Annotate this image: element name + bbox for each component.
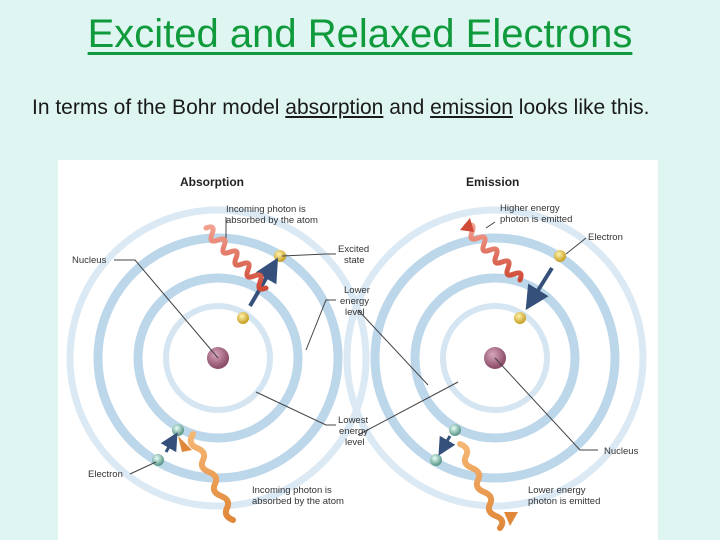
lowest-energy-label: Lowest bbox=[338, 415, 368, 426]
electron-icon bbox=[514, 312, 526, 324]
leader-line bbox=[357, 381, 459, 436]
body-middle: and bbox=[383, 96, 431, 119]
transition-arrow-icon bbox=[438, 435, 456, 456]
lower-energy-label: level bbox=[345, 307, 365, 318]
body-prefix: In terms of the Bohr model bbox=[32, 96, 286, 119]
leader-line bbox=[565, 237, 587, 255]
leader-line bbox=[485, 221, 496, 229]
orbit-ring-outer-halo bbox=[66, 206, 370, 510]
leader-lines bbox=[114, 217, 598, 475]
leader-line bbox=[114, 259, 219, 359]
leader-line bbox=[129, 461, 157, 475]
lowest-energy-label: energy bbox=[339, 426, 368, 437]
electron-icon bbox=[172, 424, 184, 436]
lower-photon-label: photon is emitted bbox=[528, 496, 600, 507]
excited-state-label: Excited bbox=[338, 244, 369, 255]
absorption-atom bbox=[66, 206, 370, 523]
orbit-ring-inner bbox=[440, 303, 550, 413]
electron-label: Electron bbox=[88, 469, 123, 480]
leader-line bbox=[281, 253, 336, 257]
orbit-ring-outer-halo bbox=[343, 206, 647, 510]
orbit-ring-middle bbox=[133, 273, 303, 443]
lower-energy-label: Lower bbox=[344, 285, 370, 296]
electron-icon bbox=[430, 454, 442, 466]
electron-icon bbox=[449, 424, 461, 436]
photon-wave-icon bbox=[187, 431, 236, 523]
higher-photon-label: photon is emitted bbox=[500, 214, 572, 225]
leader-line bbox=[305, 299, 336, 351]
slide-title: Excited and Relaxed Electrons bbox=[87, 12, 633, 56]
photon-arrowhead-icon bbox=[504, 512, 518, 526]
transition-arrow-icon bbox=[525, 266, 554, 311]
bohr-diagram: Absorption Emission Incoming photon is a… bbox=[66, 175, 647, 531]
orbit-ring-middle bbox=[410, 273, 580, 443]
higher-photon-label: Higher energy bbox=[500, 203, 560, 214]
body-suffix: looks like this. bbox=[512, 96, 650, 119]
absorption-heading: Absorption bbox=[180, 175, 244, 189]
emission-term: emission bbox=[430, 96, 513, 119]
leader-line bbox=[494, 357, 598, 451]
photon-arrowhead-icon bbox=[460, 218, 474, 232]
electron-icon bbox=[152, 454, 164, 466]
nucleus-label: Nucleus bbox=[604, 446, 639, 457]
incoming-photon-top-label: Incoming photon is bbox=[226, 204, 306, 215]
electron-icon bbox=[554, 250, 566, 262]
emission-atom bbox=[343, 206, 647, 531]
lowest-energy-label: level bbox=[345, 437, 365, 448]
incoming-photon-bottom-label: Incoming photon is bbox=[252, 485, 332, 496]
bohr-model-figure: Absorption Emission Incoming photon is a… bbox=[58, 160, 658, 540]
excited-state-label: state bbox=[344, 255, 365, 266]
orbit-ring-outer bbox=[370, 233, 620, 483]
orbit-ring-inner bbox=[163, 303, 273, 413]
leader-line bbox=[255, 391, 336, 426]
leader-line bbox=[357, 309, 429, 386]
transition-arrow-icon bbox=[160, 432, 178, 453]
incoming-photon-bottom-label: absorbed by the atom bbox=[252, 496, 344, 507]
electron-label: Electron bbox=[588, 232, 623, 243]
lower-energy-label: energy bbox=[340, 296, 369, 307]
emission-heading: Emission bbox=[466, 175, 519, 189]
absorption-term: absorption bbox=[285, 96, 384, 119]
photon-wave-icon bbox=[203, 224, 269, 292]
incoming-photon-top-label: absorbed by the atom bbox=[226, 215, 318, 226]
lower-photon-label: Lower energy bbox=[528, 485, 586, 496]
nucleus-label: Nucleus bbox=[72, 255, 107, 266]
slide-body-text: In terms of the Bohr model absorption an… bbox=[32, 94, 702, 121]
photon-wave-icon bbox=[463, 222, 524, 283]
photon-wave-icon bbox=[457, 441, 506, 531]
photon-arrowhead-icon bbox=[178, 436, 192, 452]
electron-icon bbox=[237, 312, 249, 324]
